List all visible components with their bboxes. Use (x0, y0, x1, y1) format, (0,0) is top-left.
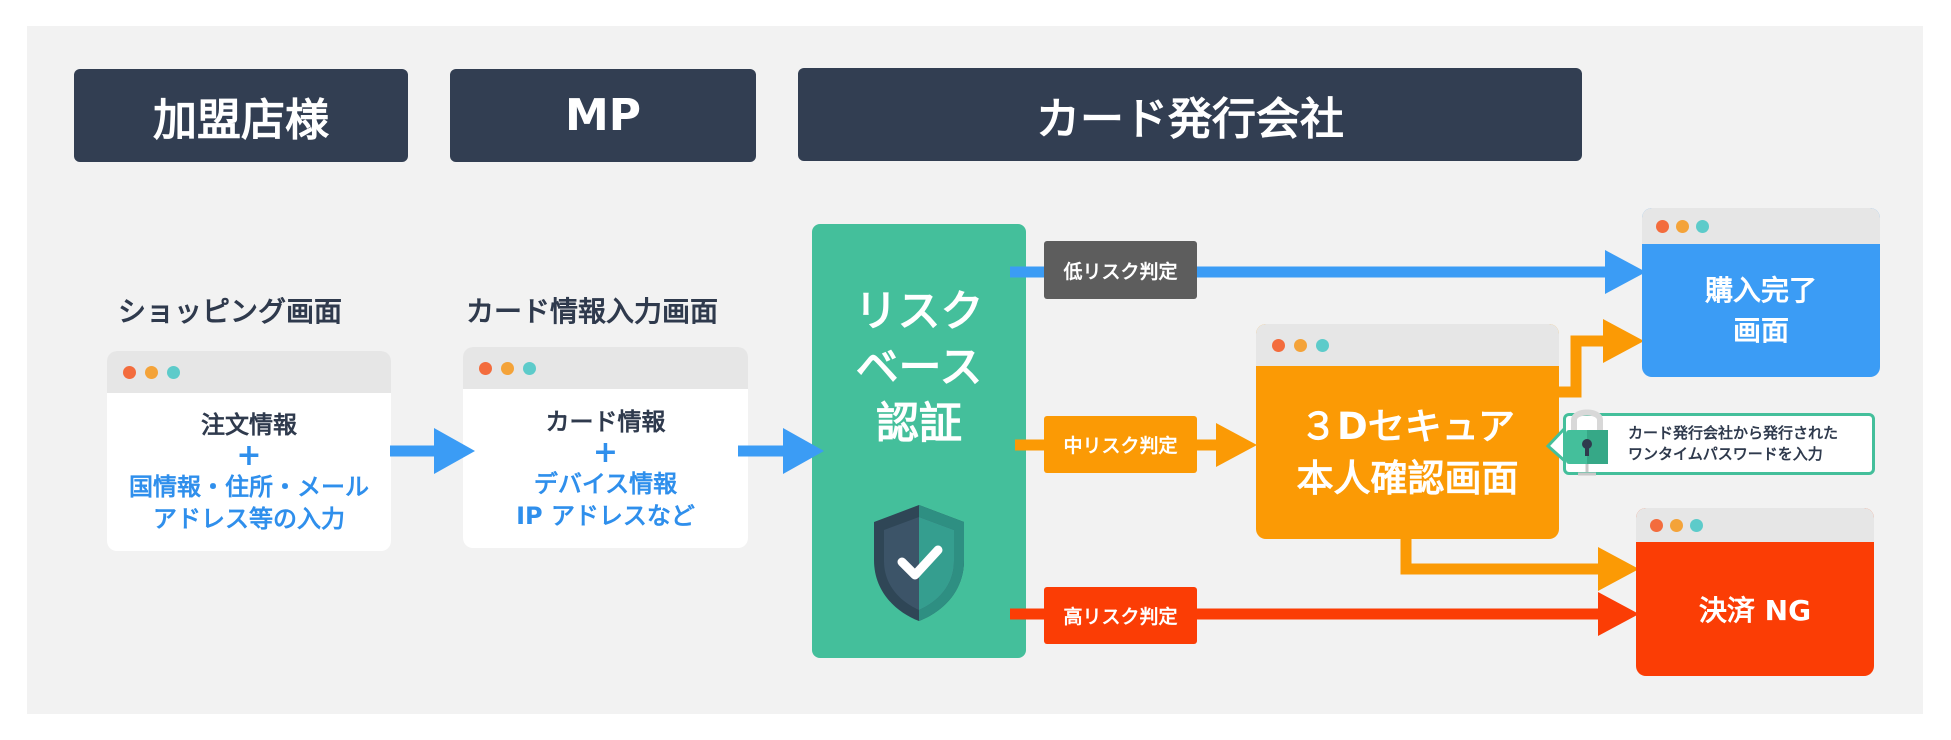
arrow-head (1598, 592, 1639, 636)
header-issuer: カード発行会社 (798, 68, 1582, 161)
order-info-text: 注文情報 (201, 411, 297, 439)
high-risk-label: 高リスク判定 (1044, 587, 1197, 644)
window-title-bar (107, 351, 391, 393)
risk-based-auth-box: リスク ベース 認証 (812, 224, 1026, 658)
payment-ng-window: 決済 NG (1636, 508, 1874, 676)
address-info-text: 国情報・住所・メール (129, 473, 369, 501)
window-title-bar (1256, 324, 1559, 366)
window-dot-icon (145, 366, 158, 379)
arrow-head (783, 428, 824, 474)
address-info-text-2: アドレス等の入力 (153, 505, 345, 533)
3d-secure-window: ３Dセキュア 本人確認画面 (1256, 324, 1559, 539)
plus-icon: + (236, 438, 262, 473)
window-dot-icon (123, 366, 136, 379)
window-dot-icon (1696, 220, 1709, 233)
window-dot-icon (1670, 519, 1683, 532)
window-dot-icon (1316, 339, 1329, 352)
arrow-head (1598, 547, 1639, 591)
plus-icon: + (592, 434, 619, 470)
3d-secure-subtitle: 本人確認画面 (1296, 456, 1519, 500)
shopping-screen-window: 注文情報 + 国情報・住所・メール アドレス等の入力 (107, 351, 391, 551)
window-dot-icon (1690, 519, 1703, 532)
purchase-complete-subtitle: 画面 (1732, 313, 1789, 347)
otp-note-bubble: カード発行会社から発行された ワンタイムパスワードを入力 (1563, 413, 1875, 475)
arrow-head (1216, 423, 1257, 467)
3d-secure-title: ３Dセキュア (1300, 404, 1515, 448)
window-dot-icon (1656, 220, 1669, 233)
window-dot-icon (523, 362, 536, 375)
card-input-screen-window: カード情報 + デバイス情報 IP アドレスなど (463, 347, 748, 548)
window-title-bar (1636, 508, 1874, 542)
purchase-complete-title: 購入完了 (1704, 273, 1817, 307)
window-dot-icon (1294, 339, 1307, 352)
arrow-head (1605, 250, 1646, 294)
window-title-bar (463, 347, 748, 389)
lock-icon (1566, 409, 1608, 476)
risk-auth-line-3: 認証 (876, 399, 962, 449)
arrow-head (1603, 319, 1644, 363)
header-merchant: 加盟店様 (74, 69, 408, 162)
ip-address-text: IP アドレスなど (516, 501, 695, 530)
window-dot-icon (1676, 220, 1689, 233)
header-mp: MP (450, 69, 756, 162)
payment-ng-text: 決済 NG (1698, 594, 1812, 627)
window-dot-icon (1272, 339, 1285, 352)
otp-note-line-2: ワンタイムパスワードを入力 (1628, 445, 1823, 463)
device-info-text: デバイス情報 (533, 469, 678, 498)
purchase-complete-window: 購入完了 画面 (1642, 208, 1880, 377)
low-risk-label: 低リスク判定 (1044, 241, 1197, 299)
mid-risk-label: 中リスク判定 (1044, 416, 1197, 473)
window-dot-icon (1650, 519, 1663, 532)
arrow-head (434, 428, 475, 474)
card-input-screen-caption: カード情報入力画面 (466, 295, 719, 328)
arrow-line (1553, 335, 1612, 398)
card-info-text: カード情報 (545, 407, 666, 436)
window-title-bar (1642, 208, 1880, 244)
otp-note-line-1: カード発行会社から発行された (1628, 424, 1839, 442)
shield-check-icon (874, 505, 964, 621)
window-dot-icon (479, 362, 492, 375)
risk-auth-line-2: ベース (855, 343, 983, 393)
risk-auth-line-1: リスク (854, 287, 984, 337)
window-dot-icon (167, 366, 180, 379)
window-dot-icon (501, 362, 514, 375)
arrow-line (1400, 535, 1608, 575)
shopping-screen-caption: ショッピング画面 (118, 295, 343, 328)
